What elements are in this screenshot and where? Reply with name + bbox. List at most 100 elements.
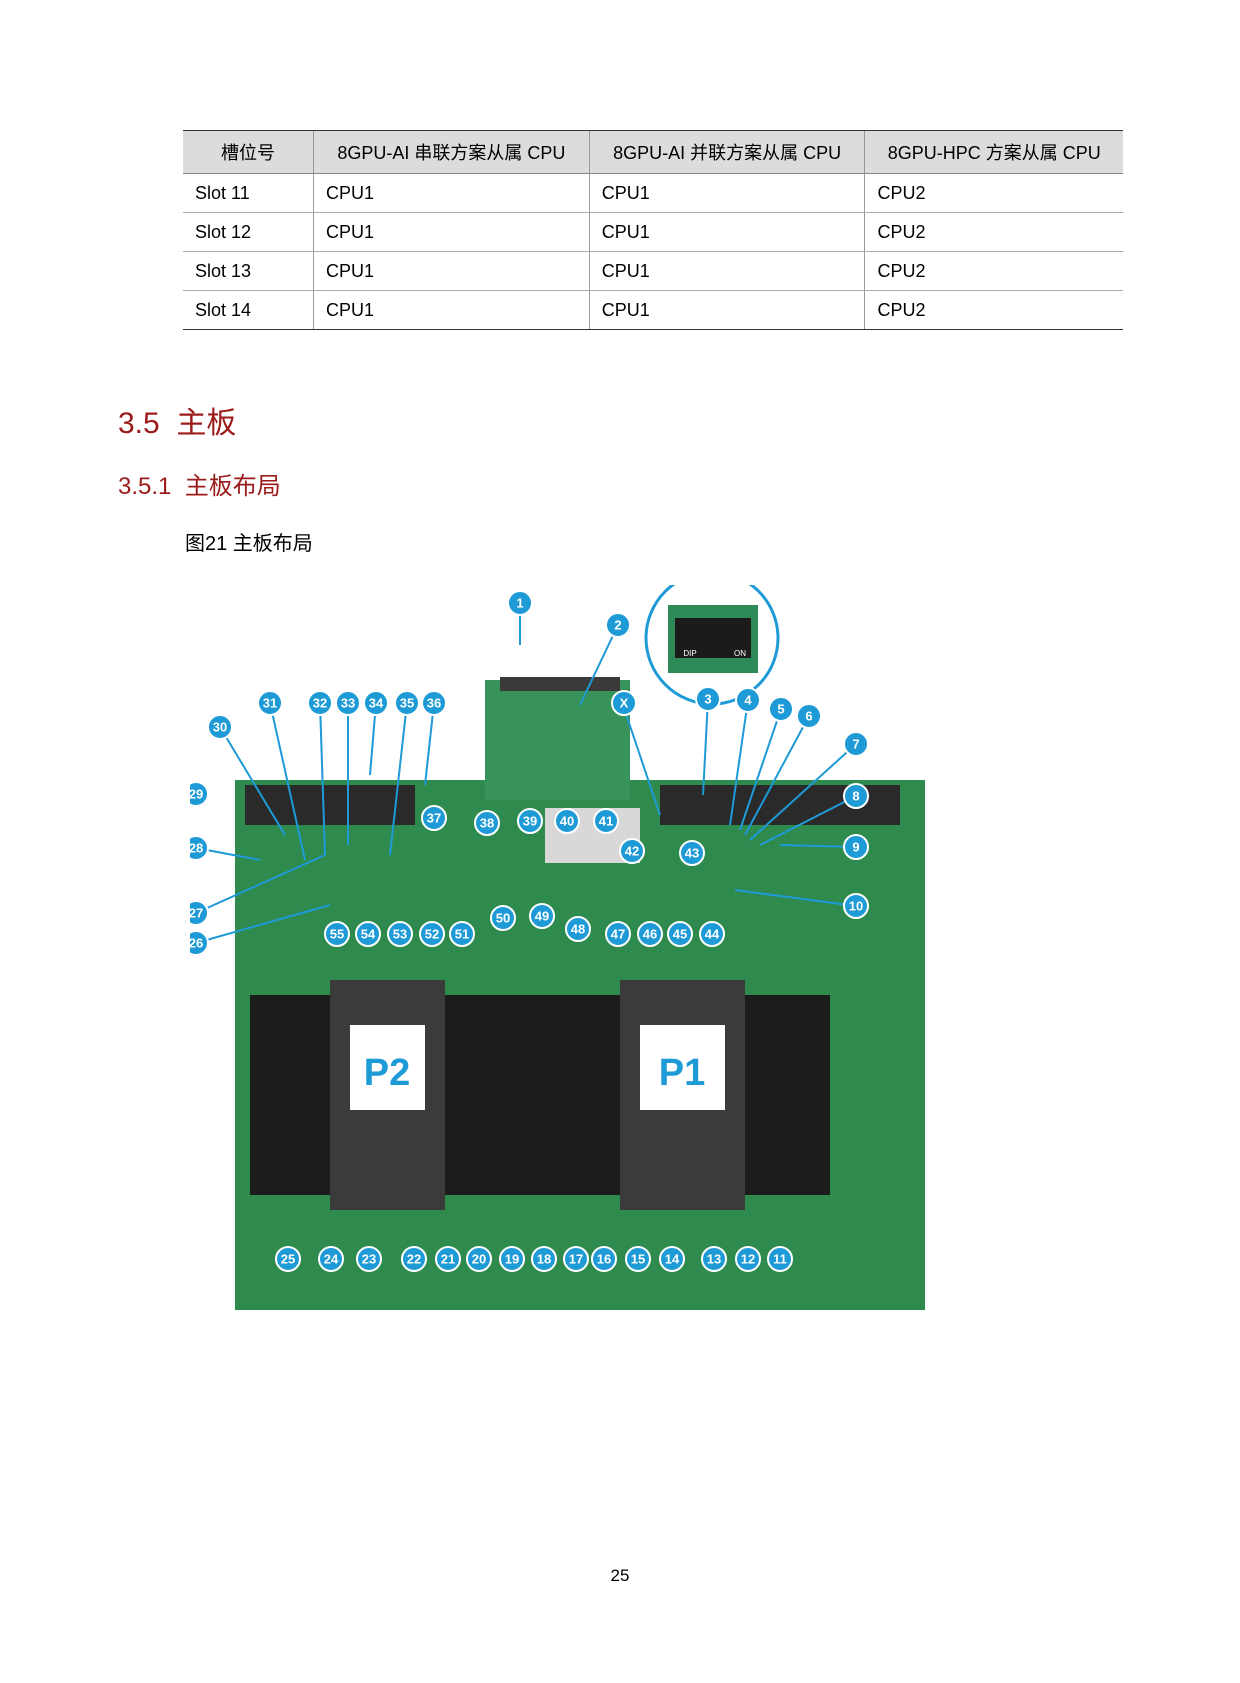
callout-marker-label: 4 bbox=[744, 693, 752, 708]
table-cell: CPU2 bbox=[864, 251, 1123, 291]
callout-marker-label: 19 bbox=[505, 1252, 519, 1267]
callout-marker: 54 bbox=[355, 921, 381, 947]
callout-marker: 10 bbox=[843, 893, 869, 919]
table-cell: CPU1 bbox=[588, 251, 865, 291]
callout-marker-label: 25 bbox=[281, 1252, 295, 1267]
callout-marker-label: 35 bbox=[400, 696, 414, 711]
table-header: 8GPU-AI 并联方案从属 CPU bbox=[588, 130, 865, 174]
callout-marker: 39 bbox=[517, 808, 543, 834]
callout-marker: 40 bbox=[554, 808, 580, 834]
callout-marker-circle bbox=[735, 687, 761, 713]
cpu-label-box-p2 bbox=[350, 1025, 425, 1110]
callout-marker-circle bbox=[275, 1246, 301, 1272]
table-row: Slot 11 CPU1 CPU1 CPU2 bbox=[183, 173, 1123, 213]
callout-marker: 48 bbox=[565, 916, 591, 942]
table-cell: CPU1 bbox=[313, 251, 590, 291]
table-header: 8GPU-HPC 方案从属 CPU bbox=[864, 130, 1123, 174]
subsection-heading: 3.5.1 主板布局 bbox=[118, 466, 281, 501]
callout-marker-circle bbox=[421, 805, 447, 831]
table-cell: CPU1 bbox=[588, 173, 865, 213]
callout-marker-circle bbox=[619, 838, 645, 864]
callout-marker: 22 bbox=[401, 1246, 427, 1272]
callout-marker: 55 bbox=[324, 921, 350, 947]
callout-marker: 6 bbox=[796, 703, 822, 729]
callout-marker: 7 bbox=[843, 731, 869, 757]
slot-cpu-table: 槽位号 8GPU-AI 串联方案从属 CPU 8GPU-AI 并联方案从属 CP… bbox=[183, 130, 1123, 330]
callout-marker-label: 7 bbox=[852, 737, 859, 752]
callout-marker-circle bbox=[605, 612, 631, 638]
callout-marker-circle bbox=[563, 1246, 589, 1272]
callout-marker-circle bbox=[307, 690, 333, 716]
callout-marker-circle bbox=[611, 690, 637, 716]
callout-marker-circle bbox=[190, 930, 209, 956]
callout-marker-circle bbox=[318, 1246, 344, 1272]
callout-marker-circle bbox=[843, 893, 869, 919]
callout-marker-circle bbox=[679, 840, 705, 866]
callout-marker-label: 40 bbox=[560, 814, 574, 829]
callout-marker-label: 37 bbox=[427, 811, 441, 826]
callout-marker-circle bbox=[335, 690, 361, 716]
callout-marker-label: 2 bbox=[614, 618, 621, 633]
callout-marker: 53 bbox=[387, 921, 413, 947]
callout-marker: 46 bbox=[637, 921, 663, 947]
callout-marker-label: 13 bbox=[707, 1252, 721, 1267]
callout-marker-circle bbox=[517, 808, 543, 834]
callout-marker: 52 bbox=[419, 921, 445, 947]
table-cell: CPU2 bbox=[864, 290, 1123, 330]
subsection-title: 主板布局 bbox=[184, 473, 281, 500]
callout-marker: 9 bbox=[843, 834, 869, 860]
callout-marker: 23 bbox=[356, 1246, 382, 1272]
callout-marker-circle bbox=[699, 921, 725, 947]
callout-marker-circle bbox=[605, 921, 631, 947]
callout-marker-label: X bbox=[620, 696, 629, 711]
callout-marker: 28 bbox=[190, 835, 209, 861]
callout-marker-circle bbox=[435, 1246, 461, 1272]
callout-marker: 5 bbox=[768, 696, 794, 722]
table-row: Slot 13 CPU1 CPU1 CPU2 bbox=[183, 251, 1123, 291]
callout-marker: 1 bbox=[507, 590, 533, 616]
callout-marker-label: 48 bbox=[571, 922, 585, 937]
callout-marker-label: 50 bbox=[496, 911, 510, 926]
callout-marker-label: 6 bbox=[805, 709, 812, 724]
callout-marker: 26 bbox=[190, 930, 209, 956]
callout-marker-circle bbox=[554, 808, 580, 834]
dimm-bank-left bbox=[250, 995, 330, 1195]
callout-marker-circle bbox=[419, 921, 445, 947]
section-heading: 3.5 主板 bbox=[118, 398, 236, 442]
callout-marker-label: 45 bbox=[673, 927, 687, 942]
callout-marker: 19 bbox=[499, 1246, 525, 1272]
table-cell: CPU1 bbox=[313, 290, 590, 330]
table-cell: Slot 11 bbox=[183, 173, 314, 213]
callout-marker-circle bbox=[355, 921, 381, 947]
callout-marker: 20 bbox=[466, 1246, 492, 1272]
table-cell: CPU1 bbox=[313, 173, 590, 213]
callout-marker-label: 29 bbox=[190, 787, 203, 802]
callout-marker-label: 38 bbox=[480, 816, 494, 831]
callout-marker: 41 bbox=[593, 808, 619, 834]
callout-marker: 44 bbox=[699, 921, 725, 947]
callout-marker-circle bbox=[401, 1246, 427, 1272]
callout-marker: 37 bbox=[421, 805, 447, 831]
callout-marker-circle bbox=[768, 696, 794, 722]
callout-marker: 8 bbox=[843, 783, 869, 809]
callout-marker: 43 bbox=[679, 840, 705, 866]
callout-marker: 35 bbox=[394, 690, 420, 716]
callout-marker-label: 41 bbox=[599, 814, 613, 829]
callout-marker: 51 bbox=[449, 921, 475, 947]
callout-marker-label: 5 bbox=[777, 702, 784, 717]
callout-marker-circle bbox=[843, 731, 869, 757]
callout-marker-label: 54 bbox=[361, 927, 376, 942]
callout-marker: 17 bbox=[563, 1246, 589, 1272]
table-cell: Slot 12 bbox=[183, 212, 314, 252]
callout-marker-circle bbox=[207, 714, 233, 740]
callout-marker-circle bbox=[474, 810, 500, 836]
callout-marker: 47 bbox=[605, 921, 631, 947]
table-cell: CPU1 bbox=[588, 290, 865, 330]
subsection-number: 3.5.1 bbox=[118, 473, 172, 500]
callout-marker-circle bbox=[324, 921, 350, 947]
table-cell: Slot 13 bbox=[183, 251, 314, 291]
callout-marker-circle bbox=[565, 916, 591, 942]
power-connector-left bbox=[245, 785, 415, 825]
callout-marker-label: 46 bbox=[643, 927, 657, 942]
callout-marker-circle bbox=[593, 808, 619, 834]
